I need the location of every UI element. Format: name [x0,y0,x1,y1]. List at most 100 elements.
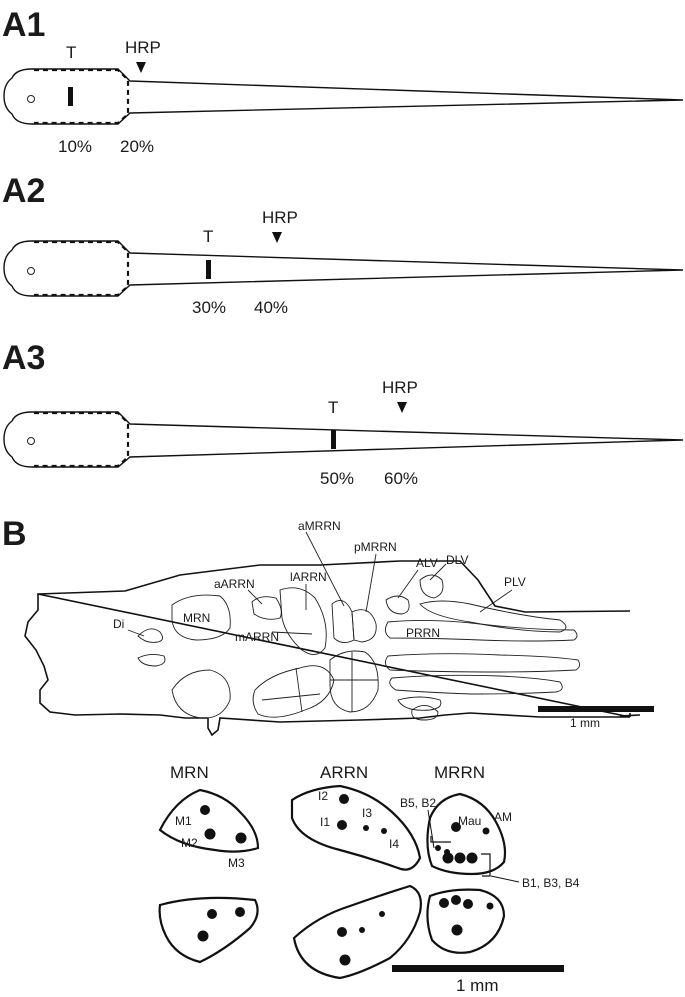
header-mrn: MRN [170,763,209,782]
transection-mark-a3 [331,430,336,449]
label-i4: I4 [389,837,399,851]
leader-alv [397,569,419,599]
region-bottom-oval [411,705,439,721]
label-m3: M3 [228,856,245,870]
panel-label-b: B [2,515,27,553]
neuron-b2 [435,845,441,851]
neuron-b3 [454,852,466,864]
bracket-b1b3b4 [481,853,491,877]
leader-di [127,629,145,637]
panel-a3: A3 T HRP 50% 60% [2,339,684,488]
injection-pct-a1: 20% [120,137,154,156]
label-prrn: PRRN [406,626,440,640]
injection-label-a3: HRP [382,378,418,397]
inset-mrn-ventral [158,896,259,964]
transection-pct-a1: 10% [58,137,92,156]
neuron-mrn-v1 [207,909,217,919]
inset-arrn-dorsal [290,784,422,871]
region-mrn-ventral [171,669,231,719]
label-i2: I2 [318,789,328,803]
region-ventral-arrn-div [261,667,321,713]
region-prrn-4 [397,696,442,711]
neuron-m2 [204,828,216,840]
hindbrain-outline-a1 [34,68,130,125]
region-di-lower [137,653,166,667]
panel-label-a1: A1 [2,6,45,44]
region-alv [385,595,410,615]
header-mrrn: MRRN [434,763,485,782]
neuron-b4 [466,852,478,864]
label-alv: ALV [416,556,438,570]
injection-arrow-a2 [272,232,282,243]
region-larrn [279,587,327,655]
label-i3: I3 [362,806,372,820]
inset-mrrn-ventral [426,888,506,954]
region-mrrn-ventral [329,650,379,713]
panel-a1: A1 T HRP 10% 20% [2,6,684,156]
region-amrrn [331,599,355,643]
leader-dlv [429,563,447,581]
larva-body-a3 [3,411,684,468]
neuron-am [482,827,490,835]
panel-a2: A2 T HRP 30% 40% [2,172,684,317]
region-pmrrn [351,609,377,643]
label-pmrrn: pMRRN [354,540,397,554]
transection-pct-a2: 30% [192,298,226,317]
transection-mark-a2 [206,260,211,279]
otic-vesicle-a1 [27,95,35,103]
neuron-mrrn-v5 [451,924,463,936]
label-b5b2: B5, B2 [400,796,436,810]
injection-pct-a2: 40% [254,298,288,317]
label-b1b3b4: B1, B3, B4 [522,876,580,890]
neuron-arrn-v2 [359,927,365,933]
neuron-arrn-v3 [379,911,385,917]
header-arrn: ARRN [320,763,368,782]
region-dlv [419,574,444,599]
neuron-i3 [363,825,369,831]
inset-mrrn-dorsal [426,792,507,876]
label-m1: M1 [175,814,192,828]
scale-bar-inset [392,965,564,972]
inset-reticulospinal: MRN ARRN MRRN M1 M2 M3 I2 I1 I3 I4 [158,763,580,995]
panel-b: B aMRRN pMRRN ALV DLV [2,515,654,737]
region-aarrn [251,596,282,620]
neuron-mrn-v3 [197,930,209,942]
neuron-m3 [235,832,247,844]
scale-bar-b [538,706,654,712]
transection-label-a3: T [328,398,338,417]
otic-vesicle-a2 [27,267,35,275]
neuron-mrrn-v3 [463,899,473,909]
otic-vesicle-a3 [27,437,35,445]
label-marrn: mARRN [235,630,279,644]
injection-label-a1: HRP [125,38,161,57]
hindbrain-outline-a2 [34,240,130,297]
region-di [137,628,163,643]
inset-mrn-dorsal [158,788,260,853]
label-larrn: lARRN [290,570,327,584]
bracket-b5b2 [430,836,451,843]
label-i1: I1 [320,815,330,829]
injection-label-a2: HRP [262,208,298,227]
neuron-mrrn-v1 [439,898,449,908]
region-prrn-3 [389,674,563,695]
label-mrn: MRN [183,611,210,625]
inset-arrn-ventral [292,884,422,980]
label-di: Di [113,617,124,631]
hindbrain-outline-a3 [34,411,130,468]
neuron-mrn-v2 [235,907,245,917]
neuron-arrn-v1 [337,927,347,937]
leader-aarrn [247,589,263,605]
label-plv: PLV [504,575,526,589]
injection-pct-a3: 60% [384,469,418,488]
leader-marrn [271,631,313,635]
region-mrn [171,594,231,641]
leader-amrrn [305,531,345,607]
larva-body-a1 [3,68,684,125]
larva-body-a2 [3,240,684,297]
transection-mark-a1 [68,87,73,106]
label-mau: Mau [458,814,481,828]
scale-bar-inset-label: 1 mm [456,976,499,995]
label-m2: M2 [181,836,198,850]
region-plv [419,600,567,633]
